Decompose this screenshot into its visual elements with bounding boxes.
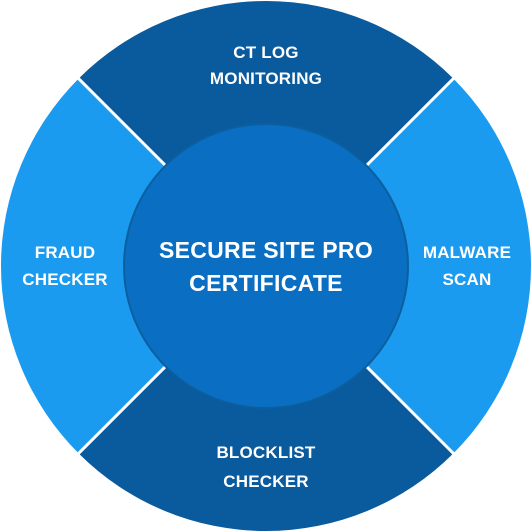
segment-dividers — [76, 76, 456, 456]
segment-blocklist-checker — [78, 366, 454, 531]
segment-bottom-label-line2: CHECKER — [223, 472, 308, 491]
divider-bottom-left — [76, 365, 167, 456]
center-label-line2: CERTIFICATE — [189, 270, 343, 296]
segment-top-label-line1: CT LOG — [233, 43, 298, 62]
segment-right-label-line1: MALWARE — [423, 243, 511, 262]
center-circle — [123, 123, 409, 409]
segment-right-label-line2: SCAN — [443, 270, 492, 289]
segment-top-label-line2: MONITORING — [210, 69, 322, 88]
segment-bottom-label-line1: BLOCKLIST — [216, 443, 315, 462]
center-label-line1: SECURE SITE PRO — [159, 237, 373, 263]
segment-left-label-line2: CHECKER — [22, 270, 107, 289]
segment-malware-scan — [366, 78, 531, 454]
segment-left-label-line1: FRAUD — [35, 243, 96, 262]
divider-top-left — [76, 76, 167, 167]
divider-top-right — [365, 76, 456, 167]
segment-ct-log-monitoring — [78, 0, 454, 166]
segment-fraud-checker — [0, 78, 166, 454]
divider-bottom-right — [365, 365, 456, 456]
